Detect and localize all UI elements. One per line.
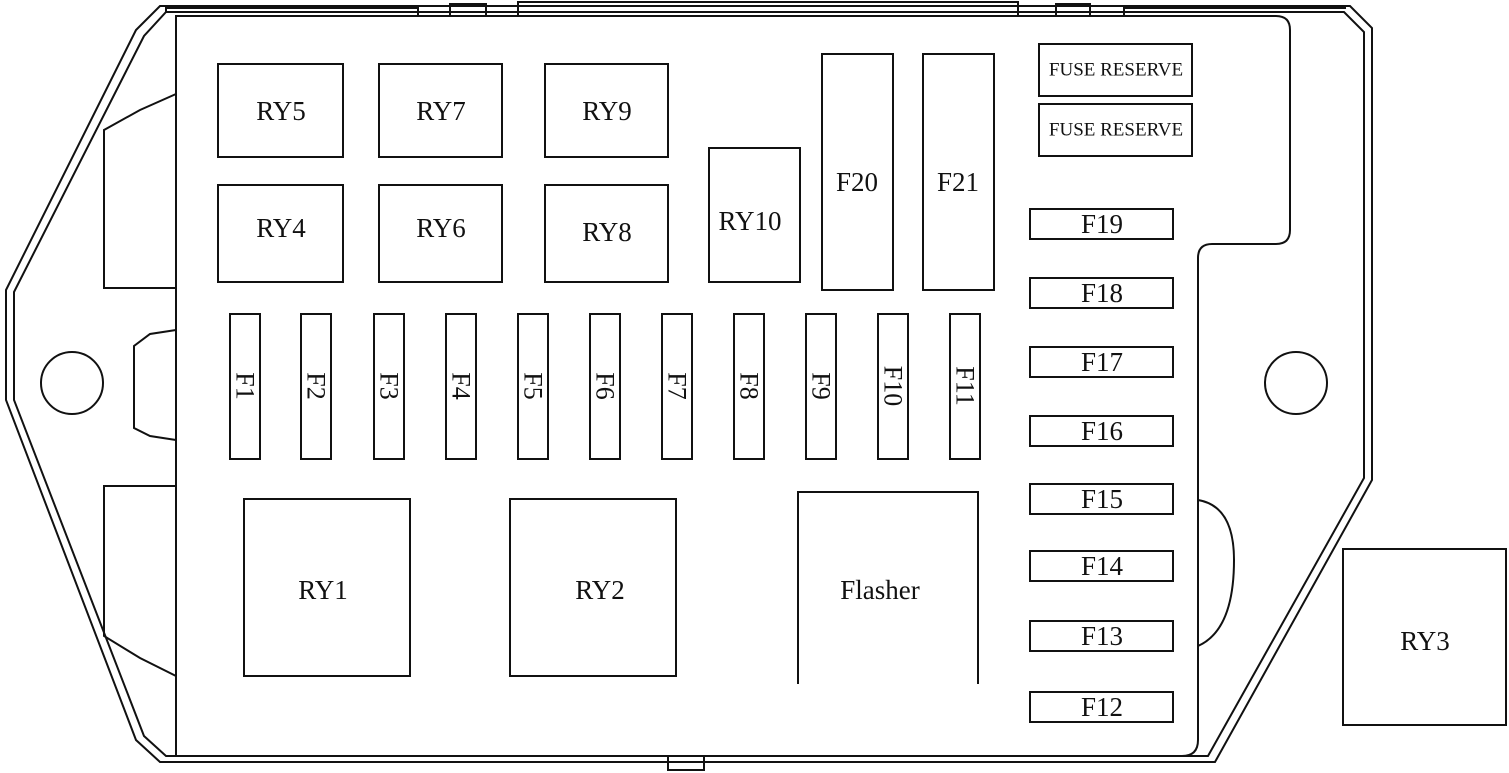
relay-ry3-label: RY3	[1400, 626, 1450, 656]
fuse-f19-label: F19	[1081, 209, 1123, 239]
fuse-f1-label: F1	[231, 372, 260, 399]
fuse-f13	[1029, 620, 1174, 652]
relay-ry9-label: RY9	[582, 96, 632, 126]
fuse-f3	[373, 313, 405, 460]
housing-inner-outline	[13, 11, 1365, 757]
relay-ry5	[217, 63, 344, 158]
fuse-f18-label: F18	[1081, 278, 1123, 308]
housing-outline	[5, 5, 1373, 763]
fuse-f4-label: F4	[447, 372, 476, 399]
fuse-f16	[1029, 415, 1174, 447]
fuse-f9	[805, 313, 837, 460]
relay-ry4-label: RY4	[256, 213, 306, 243]
fuse-f16-label: F16	[1081, 416, 1123, 446]
fuse-f18	[1029, 277, 1174, 309]
fuse-f17-label: F17	[1081, 347, 1123, 377]
relay-ry7-label: RY7	[416, 96, 466, 126]
fuse-f20	[821, 53, 894, 291]
right-latch	[1197, 499, 1236, 647]
fuse-f12-label: F12	[1081, 692, 1123, 722]
fuse-f14	[1029, 550, 1174, 582]
mounting-hole-left	[40, 351, 104, 415]
fuse-f21	[922, 53, 995, 291]
fuse-f15-label: F15	[1081, 484, 1123, 514]
fuse-f1	[229, 313, 261, 460]
bottom-tab	[667, 755, 705, 771]
relay-ry10-label: RY10	[718, 206, 781, 236]
relay-ry1-label: RY1	[298, 575, 348, 605]
top-tab	[1055, 3, 1091, 17]
fuse-f19	[1029, 208, 1174, 240]
relay-ry1	[243, 498, 411, 677]
fuse-f11-label: F11	[951, 366, 980, 406]
fuse-f6	[589, 313, 621, 460]
fuse-reserve-bottom-label: FUSE RESERVE	[1049, 120, 1183, 141]
relay-ry6-label: RY6	[416, 213, 466, 243]
fuse-f12	[1029, 691, 1174, 723]
flasher-relay	[797, 491, 979, 684]
top-tab	[1123, 7, 1346, 16]
fuse-f3-label: F3	[375, 372, 404, 399]
main-panel	[175, 15, 1291, 757]
relay-ry8-label: RY8	[582, 217, 632, 247]
fuse-f11	[949, 313, 981, 460]
fuse-f6-label: F6	[591, 372, 620, 399]
mounting-hole-right	[1264, 351, 1328, 415]
left-latch	[103, 93, 177, 289]
relay-ry2-label: RY2	[575, 575, 625, 605]
top-tab	[449, 3, 487, 17]
top-tab	[165, 7, 419, 16]
flasher-label: Flasher	[840, 575, 919, 605]
fuse-f17	[1029, 346, 1174, 378]
fuse-f7-label: F7	[663, 372, 692, 399]
fuse-f15	[1029, 483, 1174, 515]
relay-ry7	[378, 63, 503, 158]
relay-ry2	[509, 498, 677, 677]
fuse-f10-label: F10	[879, 366, 908, 406]
fuse-f4	[445, 313, 477, 460]
relay-ry3	[1342, 548, 1507, 726]
fuse-f13-label: F13	[1081, 621, 1123, 651]
fuse-f5-label: F5	[519, 372, 548, 399]
fuse-reserve-bottom	[1038, 103, 1193, 157]
fuse-f20-label: F20	[836, 167, 878, 197]
fuse-reserve-top	[1038, 43, 1193, 97]
fuse-f5	[517, 313, 549, 460]
left-latch	[103, 485, 177, 677]
fuse-f2	[300, 313, 332, 460]
relay-ry4	[217, 184, 344, 283]
relay-ry8	[544, 184, 669, 283]
fuse-f2-label: F2	[302, 372, 331, 399]
fuse-f21-label: F21	[937, 167, 979, 197]
fuse-f10	[877, 313, 909, 460]
fuse-f9-label: F9	[807, 372, 836, 399]
fuse-f8-label: F8	[735, 372, 764, 399]
left-latch	[133, 329, 177, 441]
relay-ry6	[378, 184, 503, 283]
fuse-f14-label: F14	[1081, 551, 1124, 581]
relay-ry5-label: RY5	[256, 96, 306, 126]
fuse-f8	[733, 313, 765, 460]
relay-ry10	[708, 147, 801, 283]
fuse-reserve-top-label: FUSE RESERVE	[1049, 60, 1183, 81]
fuse-f7	[661, 313, 693, 460]
top-tab	[517, 1, 1019, 17]
relay-ry9	[544, 63, 669, 158]
